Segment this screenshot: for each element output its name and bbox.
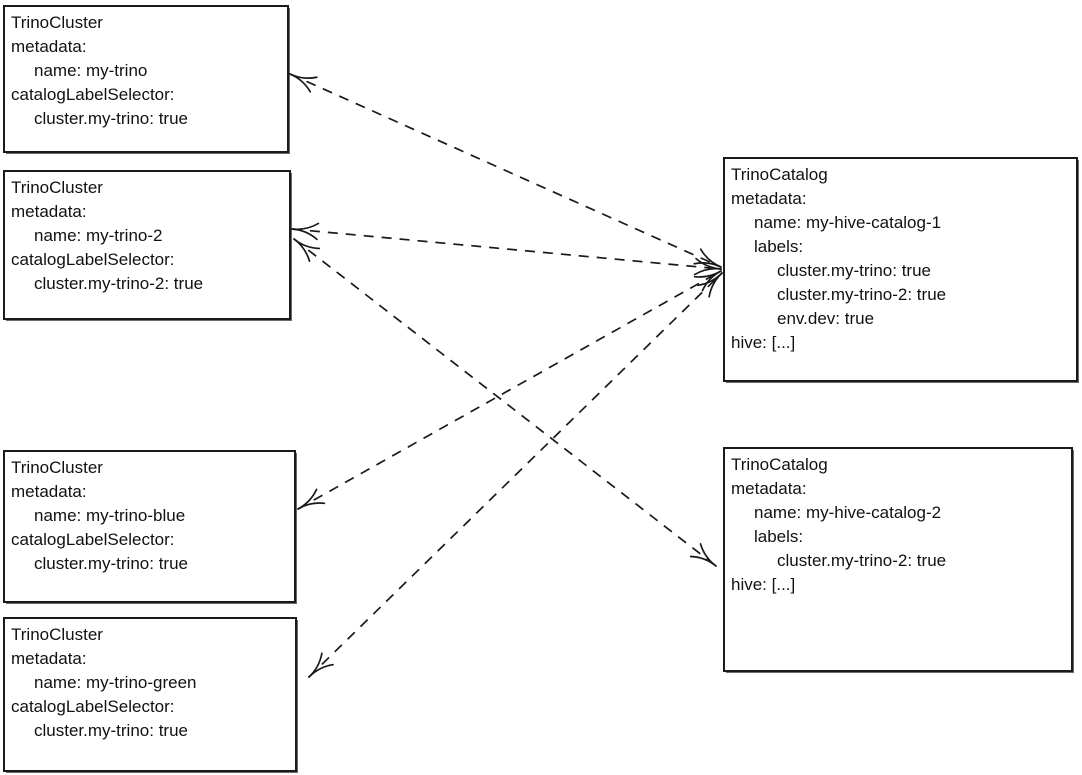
arrowhead (693, 262, 722, 268)
edge-my-trino-2--my-hive-catalog-2 (293, 238, 717, 567)
edge-my-trino-blue--my-hive-catalog-1 (297, 270, 722, 510)
arrowhead (291, 222, 320, 231)
arrowhead (699, 543, 717, 567)
edge-my-trino-2--my-hive-catalog-1 (291, 228, 722, 270)
arrowhead (308, 652, 323, 678)
arrowhead (293, 238, 321, 250)
edge-my-trino-green--my-hive-catalog-1 (308, 272, 723, 678)
arrowhead (701, 270, 722, 292)
arrowhead (289, 73, 318, 79)
arrowhead (693, 267, 722, 276)
arrowhead (708, 272, 723, 298)
edge-my-trino--my-hive-catalog-1 (289, 73, 722, 268)
arrowhead (297, 488, 318, 510)
arrowhead (293, 238, 311, 262)
arrowhead (689, 555, 717, 567)
arrowhead (308, 663, 334, 678)
